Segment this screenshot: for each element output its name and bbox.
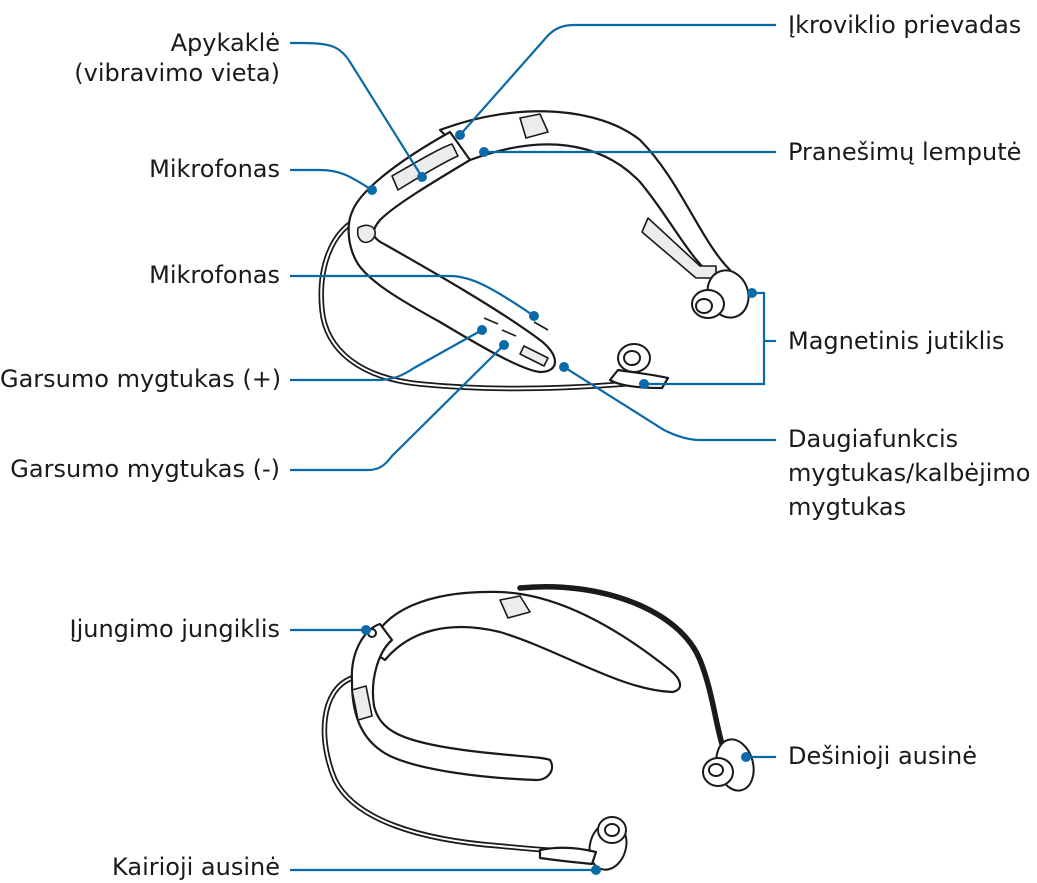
label-ikroviklio-prievadas: Įkroviklio prievadas bbox=[788, 10, 1021, 41]
label-vibravimo-vieta: (vibravimo vieta) bbox=[60, 58, 280, 89]
label-garsumo-minus: Garsumo mygtukas (-) bbox=[0, 454, 280, 485]
label-daugiafunkcis-line2: mygtukas/kalbėjimo bbox=[788, 458, 1030, 489]
leader-lines bbox=[290, 25, 776, 875]
label-magnetinis-jutiklis: Magnetinis jutiklis bbox=[788, 326, 1004, 357]
label-ijungimo-jungiklis: Įjungimo jungiklis bbox=[0, 614, 280, 645]
label-mikrofonas-top: Mikrofonas bbox=[80, 154, 280, 185]
label-garsumo-plius: Garsumo mygtukas (+) bbox=[0, 364, 280, 395]
label-mikrofonas-bottom: Mikrofonas bbox=[80, 260, 280, 291]
label-kairioji-ausine: Kairioji ausinė bbox=[0, 852, 280, 883]
label-daugiafunkcis-line3: mygtukas bbox=[788, 492, 906, 523]
label-desinioji-ausine: Dešinioji ausinė bbox=[788, 741, 977, 772]
label-apykakle: Apykaklė bbox=[90, 28, 280, 59]
headset-bottom-view bbox=[324, 587, 759, 874]
label-daugiafunkcis-line1: Daugiafunkcis bbox=[788, 424, 958, 455]
label-pranesimu-lempute: Pranešimų lemputė bbox=[788, 137, 1021, 168]
